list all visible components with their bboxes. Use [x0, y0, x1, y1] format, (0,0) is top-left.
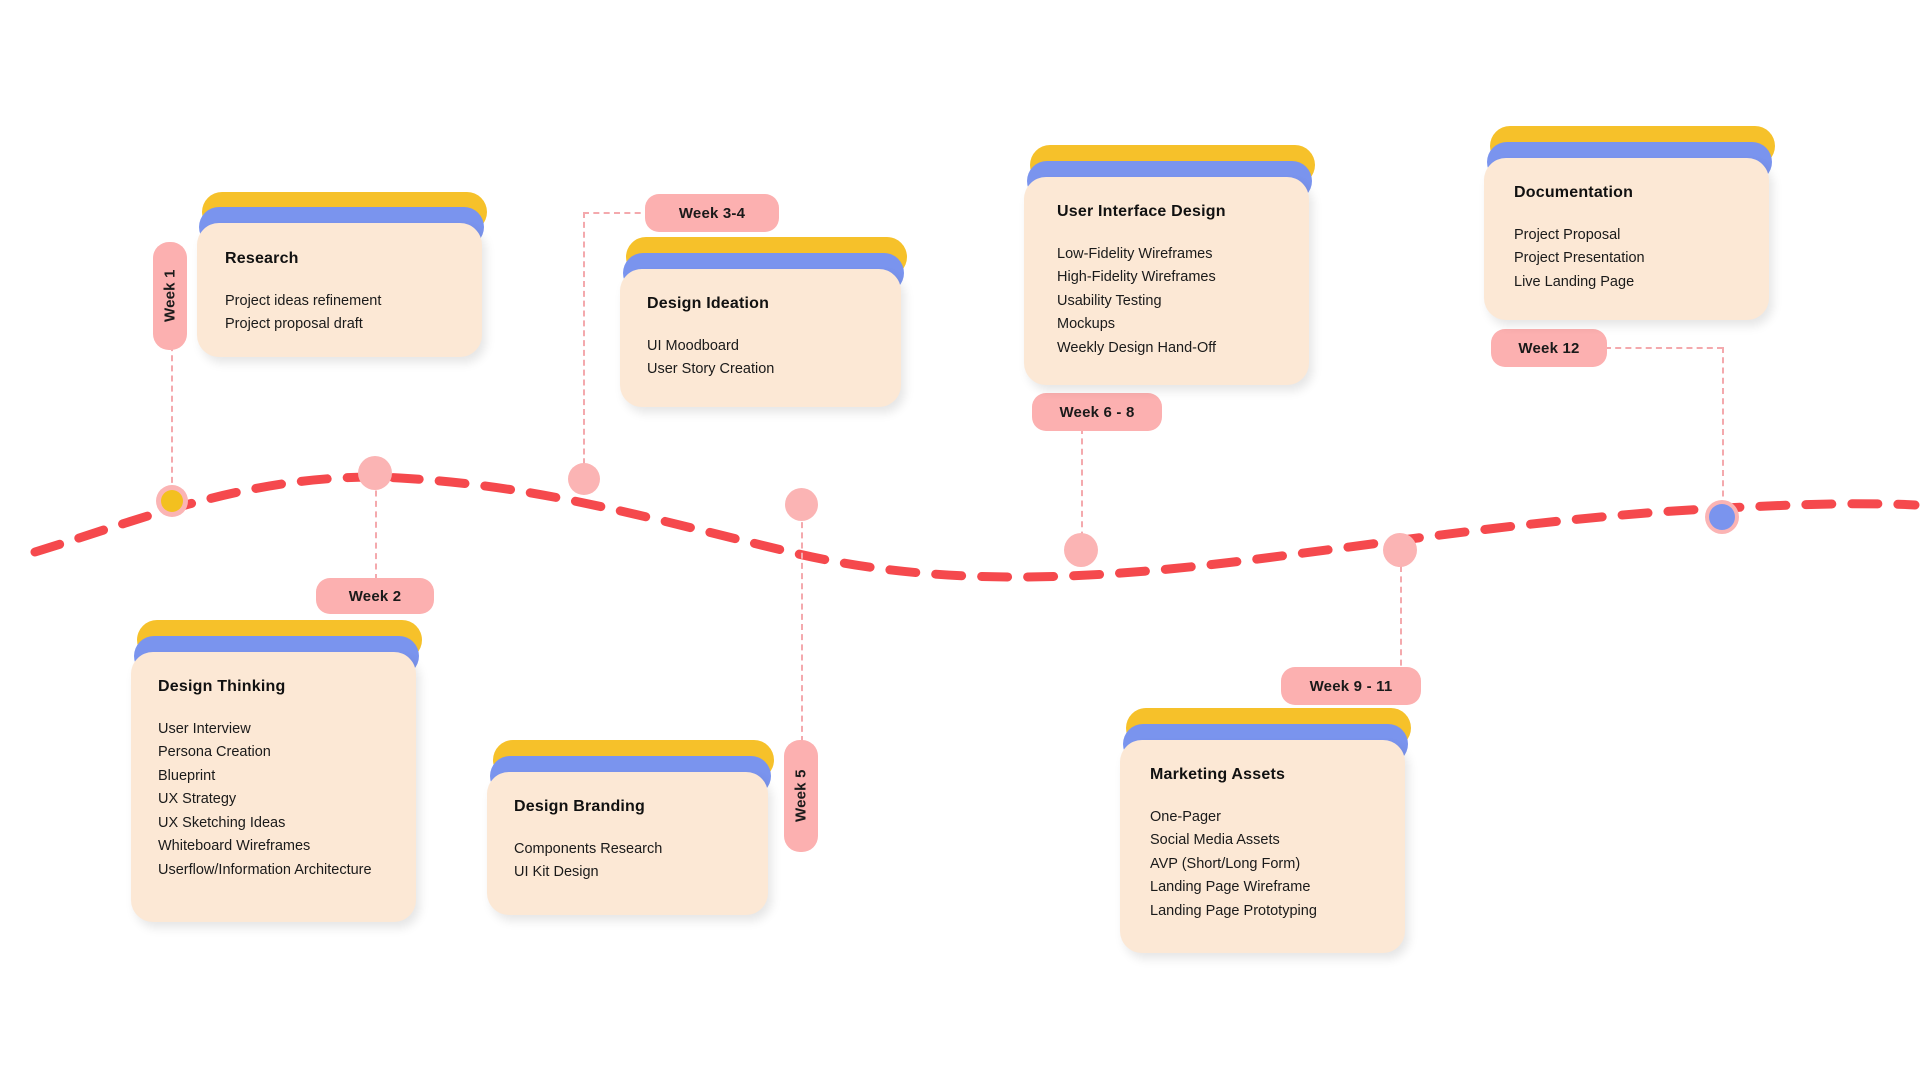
connector-week911 [1400, 566, 1402, 676]
week-label-week2-text: Week 2 [348, 587, 402, 605]
card-uid-title: User Interface Design [1057, 203, 1226, 220]
milestone-node-week68[interactable] [1064, 533, 1098, 567]
card-design-ideation-list: UI Moodboard User Story Creation [647, 335, 774, 382]
week-label-week1[interactable]: Week 1 [153, 242, 187, 350]
card-marketing-body [1120, 740, 1405, 953]
card-research-body [197, 223, 482, 357]
card-design-ideation-body [620, 269, 901, 407]
connector-week5 [801, 512, 803, 742]
list-item: UX Sketching Ideas [158, 814, 286, 831]
card-design-branding-title: Design Branding [514, 798, 646, 815]
card-user-interface-design[interactable]: User Interface Design Low-Fidelity Wiref… [1024, 145, 1315, 385]
week-label-week2[interactable]: Week 2 [316, 578, 434, 614]
connector-week1 [171, 335, 173, 493]
connector-week12-horizontal [1605, 347, 1723, 349]
card-design-branding-list: Components Research UI Kit Design [514, 838, 662, 885]
connector-week34-horizontal [583, 212, 651, 214]
list-item: Project ideas refinement [225, 293, 382, 309]
card-design-thinking[interactable]: Design Thinking User Interview Persona C… [131, 620, 426, 922]
card-marketing-assets[interactable]: Marketing Assets One-Pager Social Media … [1120, 708, 1411, 953]
card-documentation-title: Documentation [1514, 184, 1634, 201]
milestone-node-week911[interactable] [1383, 533, 1417, 567]
list-item: Components Research [514, 841, 663, 857]
list-item: Project proposal draft [225, 316, 363, 333]
card-documentation-body [1484, 158, 1769, 320]
card-documentation[interactable]: Documentation Project Proposal Project P… [1484, 126, 1775, 320]
list-item: Project Presentation [1514, 250, 1645, 267]
list-item: Persona Creation [158, 744, 271, 761]
week-label-week68[interactable]: Week 6 - 8 [1032, 393, 1162, 431]
list-item: Weekly Design Hand-Off [1057, 339, 1217, 356]
card-research[interactable]: Research Project ideas refinement Projec… [197, 192, 487, 357]
list-item: One-Pager [1150, 809, 1221, 825]
card-design-thinking-content: Design Thinking User Interview Persona C… [158, 678, 372, 882]
connector-week2 [375, 480, 377, 580]
week-label-week34-text: Week 3-4 [678, 204, 746, 222]
week-label-week34[interactable]: Week 3-4 [645, 194, 779, 232]
card-design-ideation[interactable]: Design Ideation UI Moodboard User Story … [620, 237, 910, 407]
list-item: Mockups [1057, 316, 1116, 333]
card-marketing-title: Marketing Assets [1150, 766, 1286, 783]
week-label-week911[interactable]: Week 9 - 11 [1281, 667, 1421, 705]
week-label-week911-text: Week 9 - 11 [1309, 677, 1393, 695]
card-research-title: Research [225, 250, 299, 267]
card-marketing-content: Marketing Assets One-Pager Social Media … [1150, 766, 1317, 923]
list-item: UI Kit Design [514, 864, 599, 881]
list-item: Whiteboard Wireframes [158, 838, 311, 855]
list-item: Low-Fidelity Wireframes [1057, 246, 1213, 262]
list-item: Live Landing Page [1514, 273, 1635, 290]
week-label-week5[interactable]: Week 5 [784, 740, 818, 852]
list-item: UI Moodboard [647, 338, 739, 354]
milestone-node-week12[interactable] [1705, 500, 1739, 534]
milestone-node-week34[interactable] [568, 463, 600, 495]
week-label-week12[interactable]: Week 12 [1491, 329, 1607, 367]
card-design-thinking-title: Design Thinking [158, 678, 286, 695]
card-marketing-list: One-Pager Social Media Assets AVP (Short… [1150, 806, 1317, 923]
week-label-week5-text: Week 5 [792, 769, 810, 823]
list-item: User Story Creation [647, 361, 775, 378]
list-item: User Interview [158, 721, 251, 737]
card-documentation-list: Project Proposal Project Presentation Li… [1514, 224, 1645, 294]
week-label-week68-text: Week 6 - 8 [1059, 403, 1135, 421]
list-item: Project Proposal [1514, 227, 1621, 243]
week-label-week12-text: Week 12 [1518, 339, 1580, 357]
card-design-branding[interactable]: Design Branding Components Research UI K… [487, 740, 777, 915]
week-label-week1-text: Week 1 [161, 269, 179, 323]
card-uid-body [1024, 177, 1309, 385]
card-research-content: Research Project ideas refinement Projec… [225, 250, 381, 337]
list-item: Landing Page Prototyping [1150, 902, 1317, 919]
milestone-node-week1[interactable] [156, 485, 188, 517]
list-item: Landing Page Wireframe [1150, 879, 1311, 896]
list-item: Social Media Assets [1150, 832, 1280, 849]
list-item: AVP (Short/Long Form) [1150, 855, 1301, 872]
card-design-thinking-body [131, 652, 416, 922]
connector-week68 [1081, 428, 1083, 548]
card-design-branding-content: Design Branding Components Research UI K… [514, 798, 662, 885]
card-uid-content: User Interface Design Low-Fidelity Wiref… [1057, 203, 1226, 360]
milestone-node-week1-fill [161, 490, 183, 512]
card-design-ideation-title: Design Ideation [647, 295, 770, 312]
card-uid-list: Low-Fidelity Wireframes High-Fidelity Wi… [1057, 243, 1226, 360]
card-documentation-content: Documentation Project Proposal Project P… [1514, 184, 1645, 294]
list-item: Userflow/Information Architecture [158, 861, 372, 878]
card-research-list: Project ideas refinement Project proposa… [225, 290, 381, 337]
list-item: Usability Testing [1057, 292, 1162, 309]
list-item: High-Fidelity Wireframes [1057, 269, 1216, 286]
list-item: Blueprint [158, 767, 216, 784]
milestone-node-week5[interactable] [785, 488, 818, 521]
connector-week34-vertical [583, 212, 585, 484]
list-item: UX Strategy [158, 791, 237, 808]
card-design-thinking-list: User Interview Persona Creation Blueprin… [158, 718, 372, 882]
card-design-ideation-content: Design Ideation UI Moodboard User Story … [647, 295, 774, 382]
card-design-branding-body [487, 772, 768, 915]
milestone-node-week12-fill [1709, 504, 1735, 530]
milestone-node-week2[interactable] [358, 456, 392, 490]
connector-week12-vertical [1722, 347, 1724, 517]
